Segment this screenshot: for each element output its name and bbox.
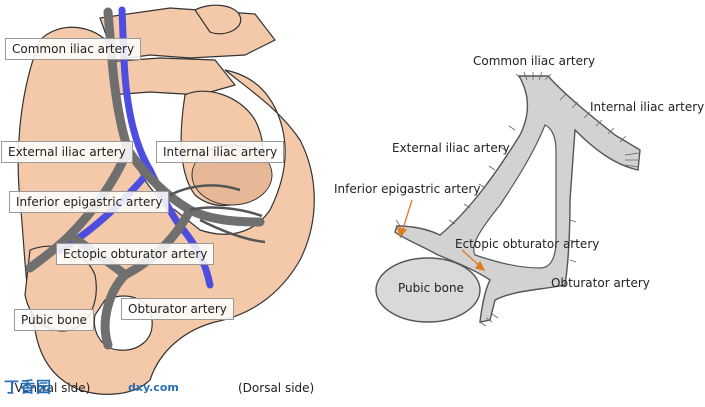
- label-pubic-bone-right: Pubic bone: [398, 281, 464, 295]
- label-dorsal-side: (Dorsal side): [238, 381, 314, 395]
- label-common-iliac-right: Common iliac artery: [473, 54, 595, 68]
- label-inferior-epigastric-right: Inferior epigastric artery: [334, 182, 480, 196]
- watermark-logo: 丁香园: [4, 376, 52, 397]
- watermark-domain: dxy.com: [128, 381, 179, 394]
- label-external-iliac-left: External iliac artery: [1, 141, 133, 163]
- label-obturator-right: Obturator artery: [551, 276, 650, 290]
- label-internal-iliac-right: Internal iliac artery: [590, 100, 704, 114]
- label-external-iliac-right: External iliac artery: [392, 141, 510, 155]
- label-obturator-left: Obturator artery: [121, 298, 234, 320]
- label-inferior-epigastric-left: Inferior epigastric artery: [9, 191, 169, 213]
- label-internal-iliac-left: Internal iliac artery: [156, 141, 284, 163]
- label-ectopic-obturator-left: Ectopic obturator artery: [56, 243, 214, 265]
- label-pubic-bone-left: Pubic bone: [14, 309, 94, 331]
- label-ectopic-obturator-right: Ectopic obturator artery: [455, 237, 599, 251]
- label-common-iliac-left: Common iliac artery: [5, 38, 141, 60]
